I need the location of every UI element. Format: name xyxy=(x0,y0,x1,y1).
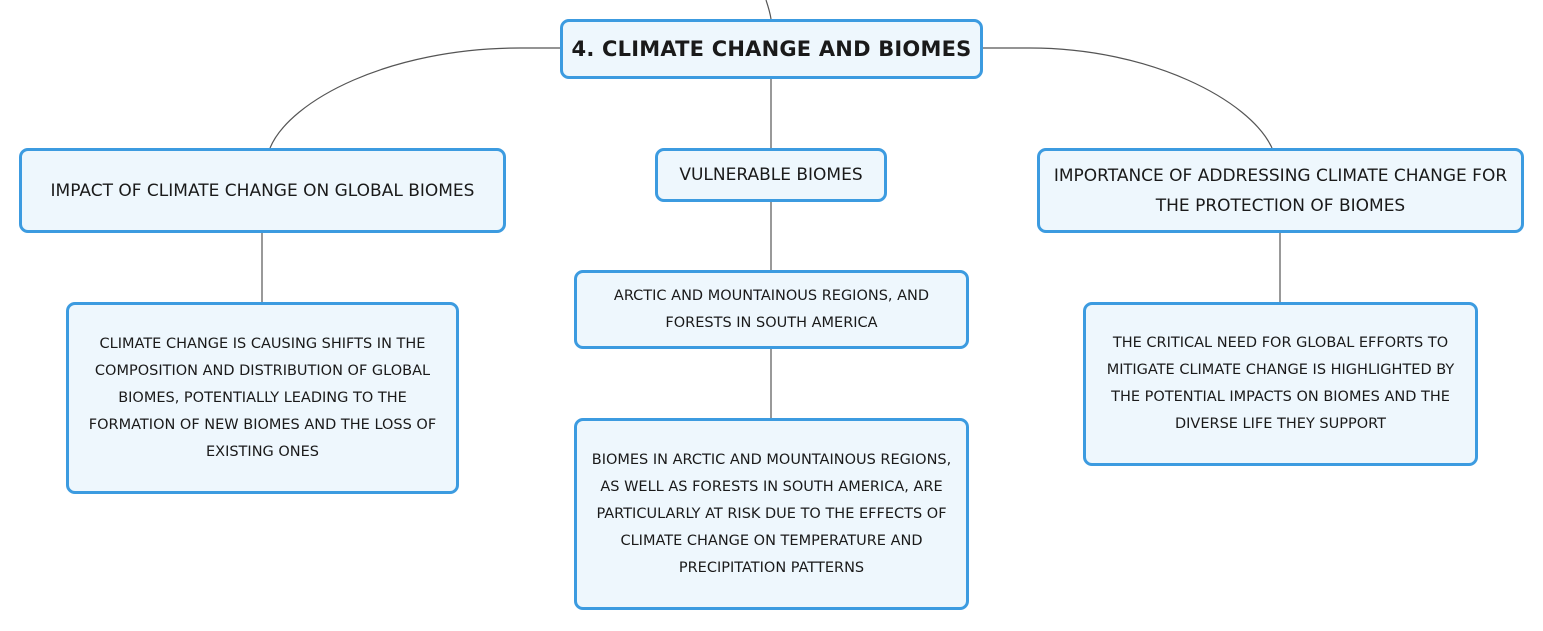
leaf-importance-detail-text: THE CRITICAL NEED FOR GLOBAL EFFORTS TO … xyxy=(1106,335,1455,432)
branch-impact-of-climate-change[interactable]: IMPACT OF CLIMATE CHANGE ON GLOBAL BIOME… xyxy=(19,148,506,233)
branch-impact-label: IMPACT OF CLIMATE CHANGE ON GLOBAL BIOME… xyxy=(50,180,475,201)
leaf-vulnerable-regions-text: ARCTIC AND MOUNTAINOUS REGIONS, AND FORE… xyxy=(613,287,930,331)
leaf-impact-detail[interactable]: CLIMATE CHANGE IS CAUSING SHIFTS IN THE … xyxy=(66,302,459,494)
branch-importance-label: IMPORTANCE OF ADDRESSING CLIMATE CHANGE … xyxy=(1053,165,1508,216)
branch-importance-of-addressing[interactable]: IMPORTANCE OF ADDRESSING CLIMATE CHANGE … xyxy=(1037,148,1524,233)
connector-root-to-branch-impact xyxy=(269,47,560,149)
leaf-vulnerable-regions[interactable]: ARCTIC AND MOUNTAINOUS REGIONS, AND FORE… xyxy=(574,270,969,349)
connector-root-to-branch-importance xyxy=(983,47,1273,149)
branch-vulnerable-label: VULNERABLE BIOMES xyxy=(679,165,863,185)
branch-vulnerable-biomes[interactable]: VULNERABLE BIOMES xyxy=(655,148,887,202)
connector-parent-to-root xyxy=(765,0,772,20)
leaf-impact-detail-text: CLIMATE CHANGE IS CAUSING SHIFTS IN THE … xyxy=(88,335,437,460)
leaf-vulnerable-detail[interactable]: BIOMES IN ARCTIC AND MOUNTAINOUS REGIONS… xyxy=(574,418,969,610)
leaf-vulnerable-detail-text: BIOMES IN ARCTIC AND MOUNTAINOUS REGIONS… xyxy=(591,451,952,576)
root-topic[interactable]: 4. CLIMATE CHANGE AND BIOMES xyxy=(560,19,983,79)
root-topic-label: 4. CLIMATE CHANGE AND BIOMES xyxy=(571,37,972,61)
leaf-importance-detail[interactable]: THE CRITICAL NEED FOR GLOBAL EFFORTS TO … xyxy=(1083,302,1478,466)
